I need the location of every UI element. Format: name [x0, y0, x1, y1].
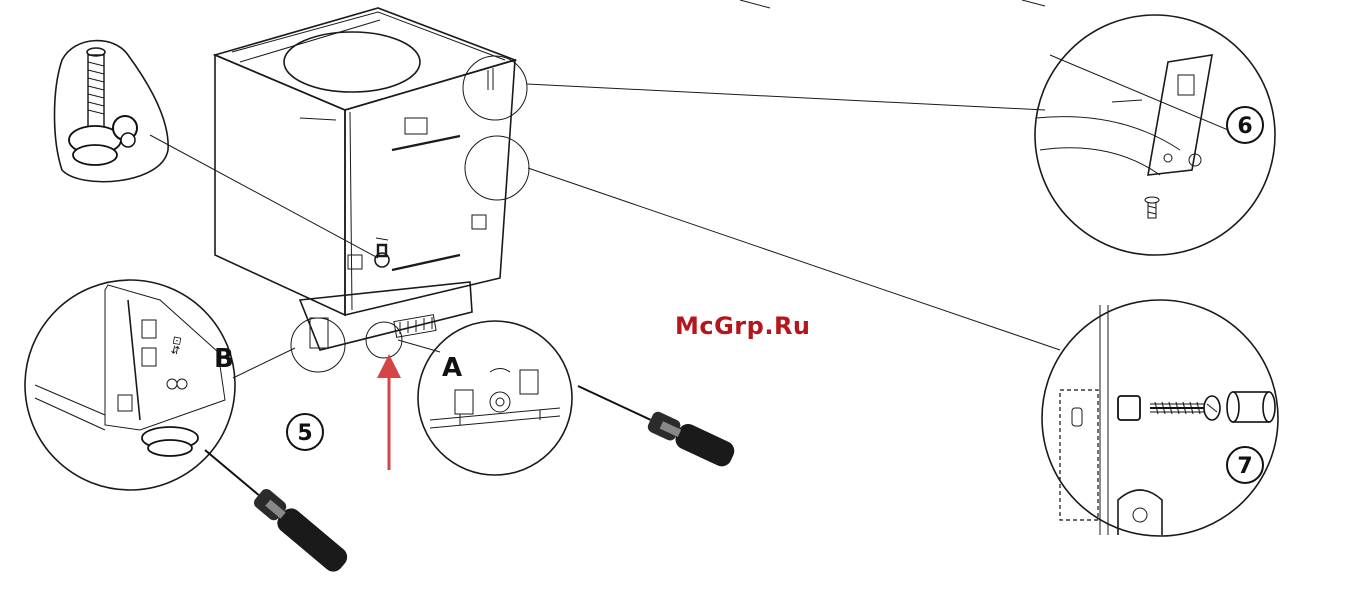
threaded-bolt-icon — [69, 48, 137, 165]
screw-icon — [1150, 396, 1220, 420]
watermark: McGrp.Ru — [675, 312, 811, 340]
detail-foot-screw — [55, 41, 379, 258]
dishwasher-body — [215, 8, 515, 350]
step-5-label: 5 — [297, 421, 312, 446]
red-arrow-icon — [377, 354, 401, 470]
wall-anchor-icon — [1118, 396, 1140, 420]
detail-b-label: B — [214, 344, 234, 374]
screwdriver-icon — [573, 374, 738, 469]
detail-a-label: A — [442, 353, 462, 383]
step-6-label: 6 — [1237, 114, 1252, 139]
cap-icon — [1227, 392, 1275, 422]
screw-icon — [1145, 197, 1159, 218]
svg-text:⇆⊡: ⇆⊡ — [168, 335, 184, 355]
step-5: 5 — [287, 414, 323, 450]
detail-b: ⇆⊡ B — [25, 280, 295, 490]
door-adjustment-screw-icon — [375, 238, 389, 267]
cropped-fragment — [1022, 0, 1045, 6]
detail-6: 6 — [463, 15, 1275, 255]
cropped-fragment — [740, 0, 770, 8]
detail-7: 7 — [465, 136, 1278, 536]
screwdriver-icon — [197, 440, 352, 576]
step-7-label: 7 — [1237, 454, 1252, 479]
detail-a: A — [366, 321, 572, 475]
